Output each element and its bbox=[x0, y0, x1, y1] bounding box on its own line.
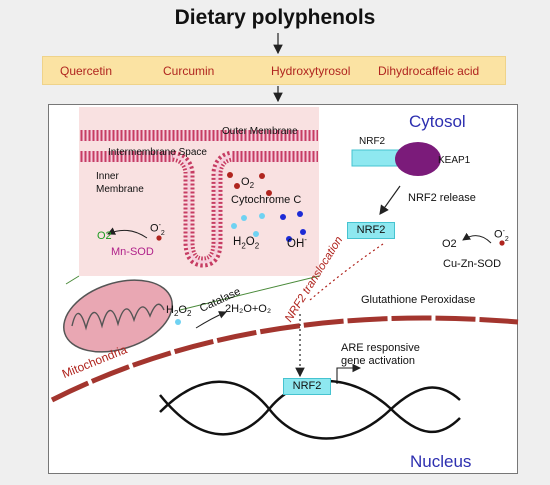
h2o2-dot bbox=[259, 213, 265, 219]
hydroxyl-label: OH- bbox=[287, 235, 307, 250]
release-arrow bbox=[379, 185, 401, 215]
inner-membrane-label-1: Inner bbox=[96, 171, 119, 182]
h2o2-dot bbox=[241, 215, 247, 221]
h2o2-label: H2O2 bbox=[233, 236, 260, 251]
free-nrf2-box: NRF2 bbox=[347, 222, 395, 239]
keap1-shape bbox=[395, 142, 441, 176]
are-label-line2: gene activation bbox=[341, 355, 415, 367]
outer-membrane-label: Outer Membrane bbox=[222, 126, 298, 137]
polyphenol-quercetin: Quercetin bbox=[60, 64, 113, 78]
cytochrome-c-label: Cytochrome C bbox=[231, 194, 302, 206]
crista-fold bbox=[171, 150, 234, 268]
nucleus-label: Nucleus bbox=[410, 452, 472, 471]
figure-title: Dietary polyphenols bbox=[174, 6, 376, 29]
inner-membrane-right bbox=[232, 151, 318, 162]
polyphenol-dihydrocaffeic-acid: Dihydrocaffeic acid bbox=[378, 64, 480, 78]
mn-o2-label: O2 bbox=[97, 230, 112, 242]
zoom-line bbox=[179, 275, 320, 311]
nrf2-release-label: NRF2 release bbox=[408, 192, 476, 204]
cu-zn-o2-label: O2 bbox=[442, 238, 457, 250]
mn-sod-label: Mn-SOD bbox=[111, 246, 154, 258]
polyphenol-curcumin: Curcumin bbox=[163, 64, 215, 78]
hydroxyl-dot bbox=[300, 229, 306, 235]
superoxide-dot bbox=[259, 173, 265, 179]
superoxide-dot bbox=[499, 240, 505, 246]
nrf2-bound-label: NRF2 bbox=[359, 136, 386, 147]
hydroxyl-dot bbox=[280, 214, 286, 220]
intermembrane-space-label: Intermembrane Space bbox=[108, 147, 207, 158]
h2o2-dot bbox=[253, 231, 259, 237]
catalase-product-label: 2H₂O+O₂ bbox=[225, 303, 272, 315]
h2o2-dot bbox=[175, 319, 181, 325]
superoxide-label: O2 bbox=[241, 176, 255, 191]
are-label-line1: ARE responsive bbox=[341, 342, 420, 354]
cu-zn-superoxide-label: O-2 bbox=[494, 228, 509, 243]
superoxide-dot bbox=[227, 172, 233, 178]
hydroxyl-dot bbox=[297, 211, 303, 217]
hydroxyl-dot bbox=[286, 236, 292, 242]
superoxide-dot bbox=[234, 183, 240, 189]
superoxide-dot bbox=[156, 235, 162, 241]
mn-sod-arrow bbox=[107, 227, 148, 239]
cytosol-label: Cytosol bbox=[409, 112, 466, 131]
are-arrow bbox=[336, 363, 362, 384]
h2o2-dot bbox=[231, 223, 237, 229]
mitochondrion-body bbox=[63, 279, 173, 353]
cu-zn-sod-label: Cu-Zn-SOD bbox=[443, 258, 502, 270]
cu-zn-sod-arrow bbox=[462, 232, 492, 244]
glutathione-peroxidase-label: Glutathione Peroxidase bbox=[361, 294, 476, 306]
inner-membrane-label-2: Membrane bbox=[96, 184, 144, 195]
nuclear-nrf2-box: NRF2 bbox=[283, 378, 331, 395]
outer-membrane-shape bbox=[80, 130, 318, 141]
superoxide-dot bbox=[266, 190, 272, 196]
translocation-path bbox=[309, 243, 384, 301]
nuclear-membrane bbox=[50, 315, 519, 403]
inner-membrane-left bbox=[80, 151, 173, 162]
zoom-line bbox=[65, 275, 80, 285]
catalase-substrate-label: H2O2 bbox=[166, 304, 192, 319]
nrf2-bound-bar bbox=[351, 149, 400, 167]
mitochondrion-cristae bbox=[71, 303, 165, 331]
keap1-label: KEAP1 bbox=[438, 155, 471, 166]
crista-core bbox=[172, 154, 233, 264]
polyphenol-bar bbox=[42, 56, 506, 85]
mn-superoxide-label: O-2 bbox=[150, 222, 165, 237]
polyphenol-hydroxytyrosol: Hydroxytyrosol bbox=[271, 64, 351, 78]
dna-strand-a bbox=[159, 380, 461, 440]
catalase-arrow bbox=[195, 311, 227, 329]
